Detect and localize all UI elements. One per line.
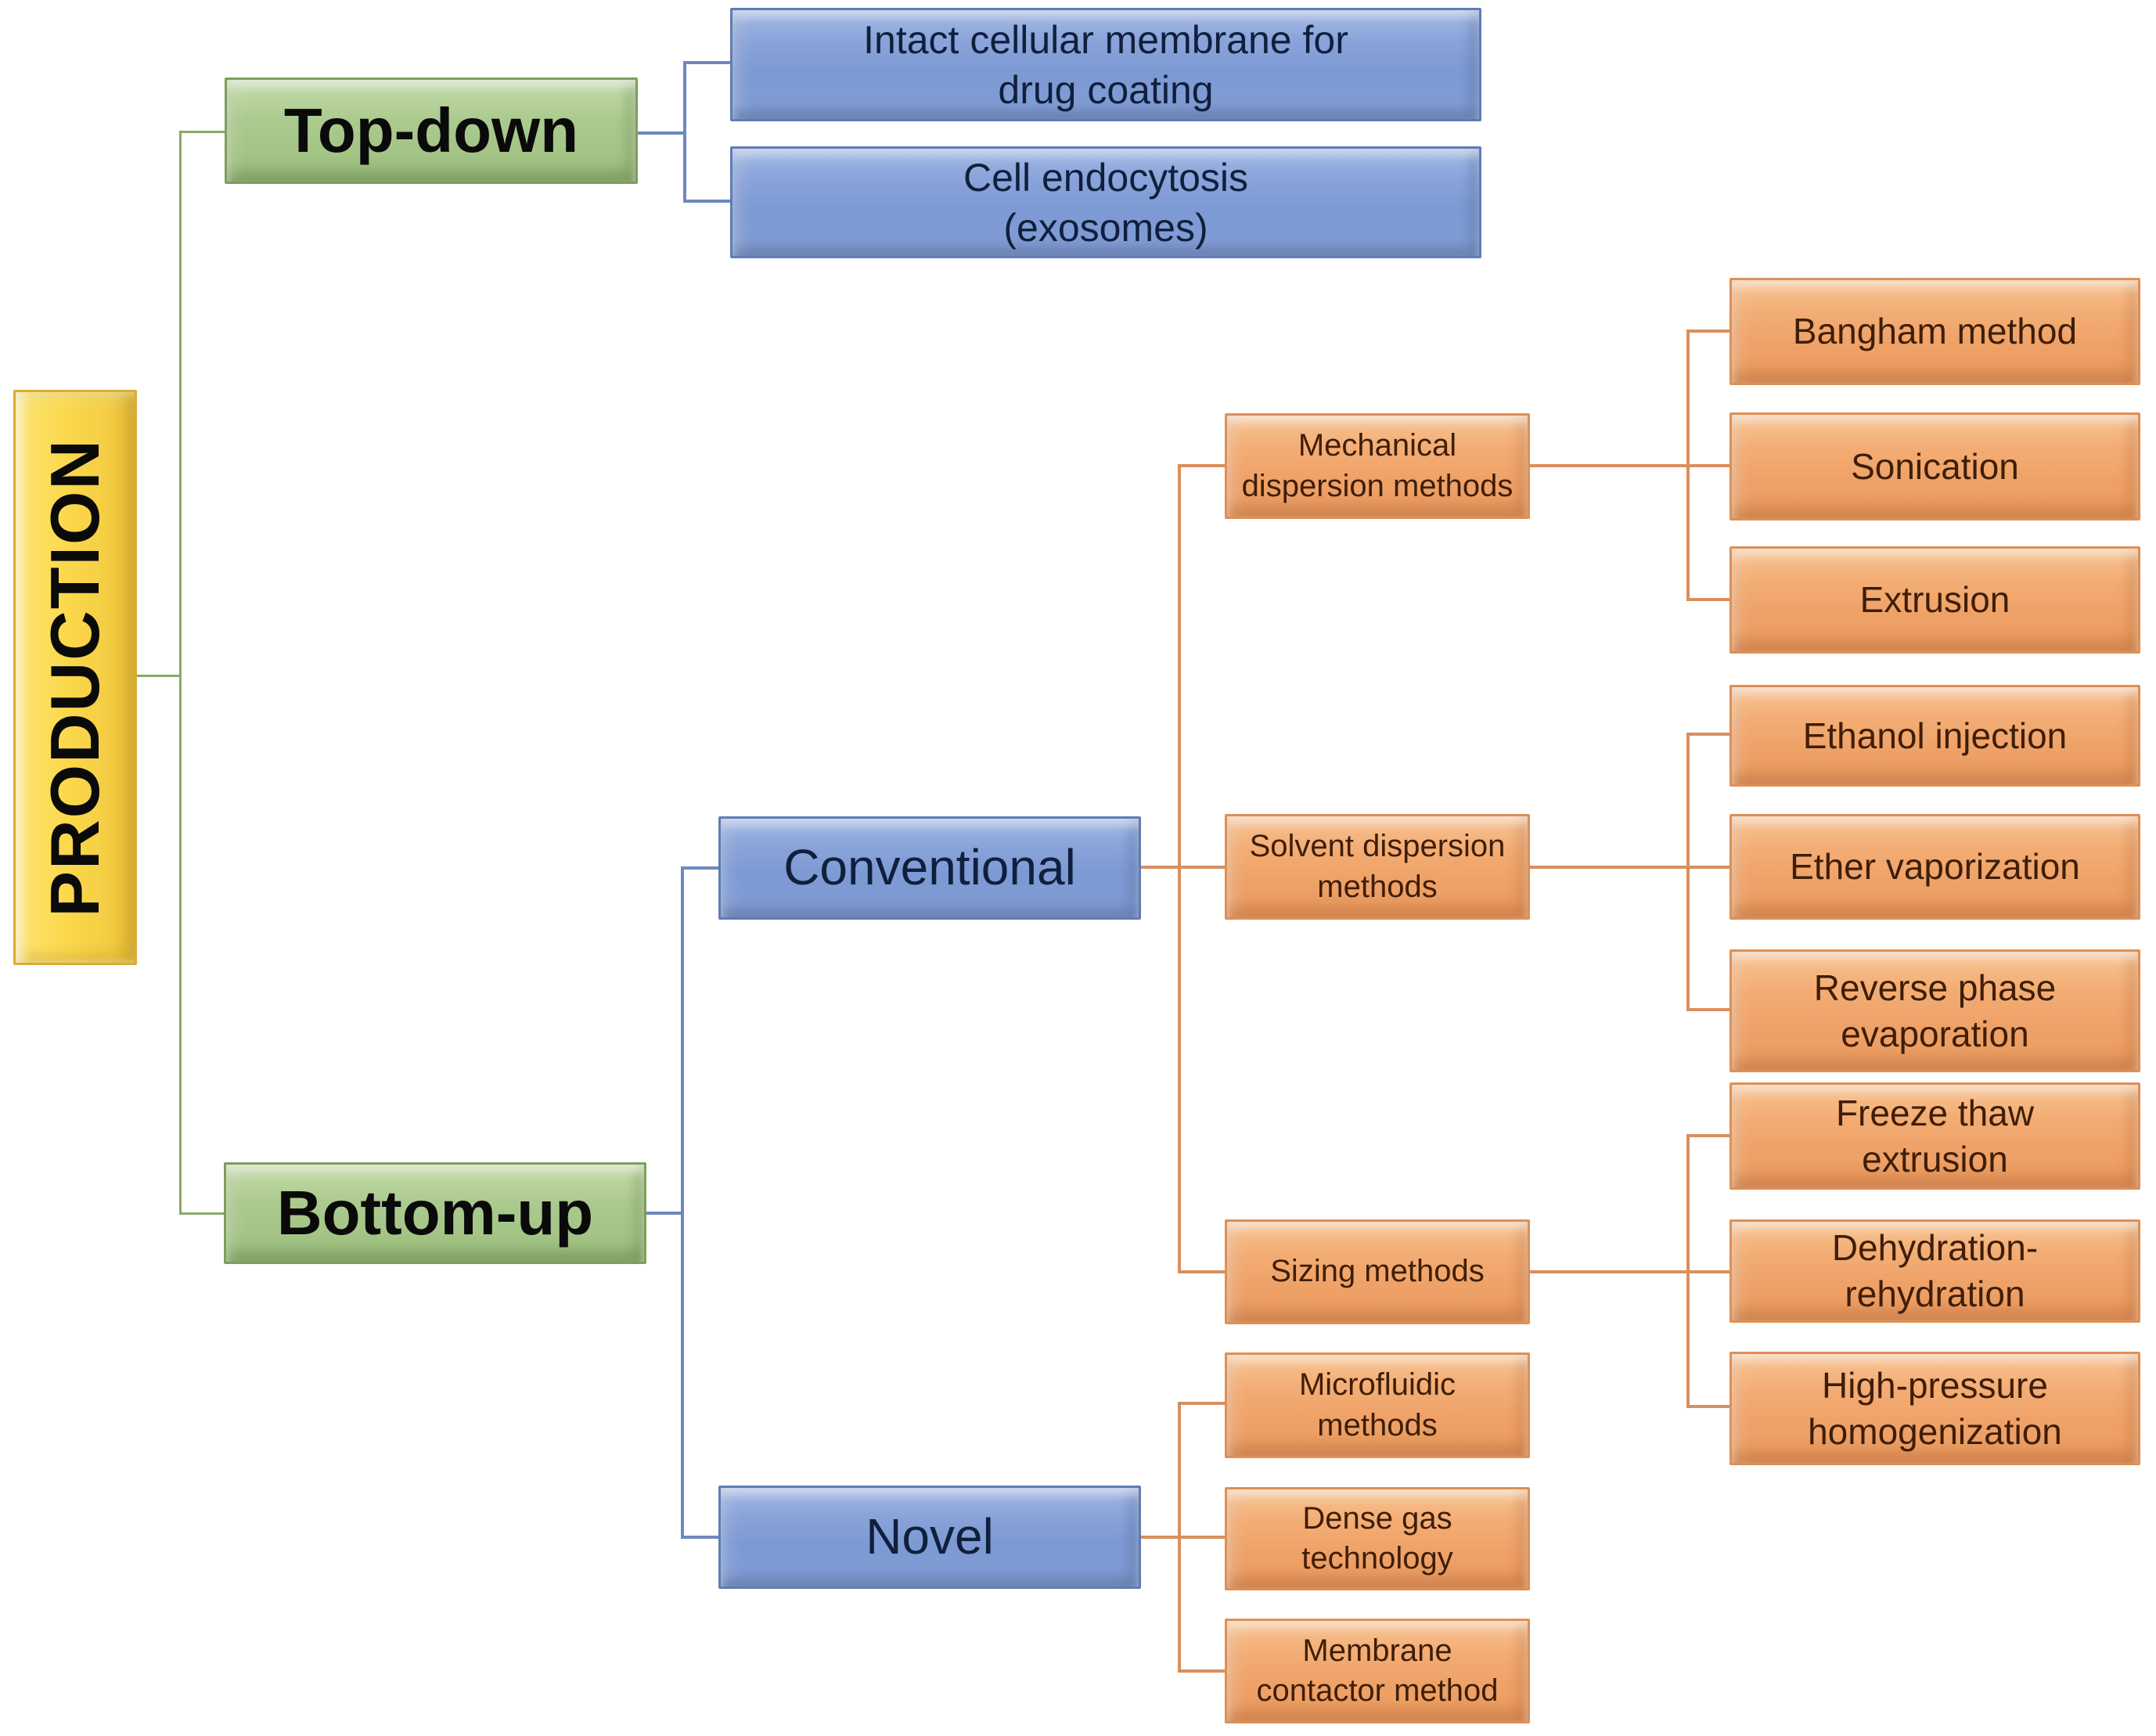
connector-orange-membrane-stub bbox=[1178, 1669, 1225, 1673]
freeze-thaw-box: Freeze thaw extrusion bbox=[1729, 1082, 2140, 1190]
intact-membrane-box: Intact cellular membrane for drug coatin… bbox=[730, 8, 1481, 121]
top-down-box: Top-down bbox=[225, 77, 638, 184]
dehydration-box: Dehydration- rehydration bbox=[1729, 1219, 2140, 1323]
top-down-label: Top-down bbox=[283, 95, 579, 165]
sonication-label: Sonication bbox=[1851, 445, 2019, 487]
sonication-box: Sonication bbox=[1729, 412, 2140, 520]
connector-green-topdown-stub bbox=[179, 131, 225, 133]
high-pressure-box: High-pressure homogenization bbox=[1729, 1352, 2140, 1465]
connector-orange-mech-feed bbox=[1530, 464, 1686, 467]
sizing-methods-label: Sizing methods bbox=[1270, 1254, 1485, 1289]
extrusion-label: Extrusion bbox=[1859, 579, 2010, 621]
connector-orange-microfluidic-stub bbox=[1178, 1402, 1225, 1405]
bottom-up-label: Bottom-up bbox=[276, 1177, 594, 1248]
bangham-label: Bangham method bbox=[1792, 311, 2078, 352]
dense-gas-box: Dense gas technology bbox=[1225, 1487, 1530, 1590]
conventional-label: Conventional bbox=[783, 839, 1076, 896]
freeze-thaw-label: Freeze thaw extrusion bbox=[1835, 1092, 2035, 1180]
reverse-phase-box: Reverse phase evaporation bbox=[1729, 949, 2140, 1072]
connector-blue-bottomup-trunk bbox=[681, 866, 684, 1539]
microfluidic-box: Microfluidic methods bbox=[1225, 1352, 1530, 1458]
ether-vaporization-box: Ether vaporization bbox=[1729, 814, 2140, 920]
connector-orange-solv-trunk bbox=[1686, 733, 1690, 1011]
production-root-label: PRODUCTION bbox=[35, 438, 113, 917]
reverse-phase-label: Reverse phase evaporation bbox=[1813, 967, 2057, 1054]
connector-orange-sonication-stub bbox=[1686, 464, 1729, 467]
novel-label: Novel bbox=[866, 1508, 994, 1565]
bottom-up-box: Bottom-up bbox=[224, 1162, 646, 1264]
conventional-box: Conventional bbox=[718, 816, 1141, 920]
connector-green-bottomup-stub bbox=[179, 1212, 224, 1215]
extrusion-box: Extrusion bbox=[1729, 546, 2140, 654]
connector-orange-densegas-stub bbox=[1178, 1536, 1225, 1539]
sizing-methods-box: Sizing methods bbox=[1225, 1219, 1530, 1324]
mechanical-dispersion-label: Mechanical dispersion methods bbox=[1241, 428, 1514, 503]
membrane-contactor-box: Membrane contactor method bbox=[1225, 1619, 1530, 1723]
connector-orange-dehydration-stub bbox=[1686, 1270, 1729, 1273]
cell-endocytosis-label: Cell endocytosis (exosomes) bbox=[963, 155, 1249, 250]
mechanical-dispersion-box: Mechanical dispersion methods bbox=[1225, 413, 1530, 519]
bangham-box: Bangham method bbox=[1729, 278, 2140, 385]
solvent-dispersion-box: Solvent dispersion methods bbox=[1225, 814, 1530, 920]
novel-box: Novel bbox=[718, 1486, 1141, 1589]
dense-gas-label: Dense gas technology bbox=[1301, 1500, 1453, 1576]
connector-orange-bangham-stub bbox=[1686, 330, 1729, 333]
connector-orange-solvent-stub bbox=[1178, 866, 1225, 869]
solvent-dispersion-label: Solvent dispersion methods bbox=[1249, 829, 1506, 904]
connector-blue-conventional-stub bbox=[681, 866, 718, 870]
connector-orange-extrusion-stub bbox=[1686, 598, 1729, 601]
connector-green-root-stub bbox=[137, 675, 179, 677]
cell-endocytosis-box: Cell endocytosis (exosomes) bbox=[730, 146, 1481, 258]
ether-vaporization-label: Ether vaporization bbox=[1790, 846, 2080, 888]
connector-orange-reverse-stub bbox=[1686, 1008, 1729, 1011]
ethanol-injection-box: Ethanol injection bbox=[1729, 685, 2140, 787]
connector-green-trunk bbox=[179, 131, 182, 1214]
connector-orange-conventional-feed bbox=[1141, 866, 1178, 869]
connector-orange-ethanol-stub bbox=[1686, 733, 1729, 736]
intact-membrane-label: Intact cellular membrane for drug coatin… bbox=[863, 17, 1348, 112]
connector-orange-mechanical-stub bbox=[1178, 464, 1225, 467]
connector-blue-novel-stub bbox=[681, 1536, 718, 1539]
connector-blue-topdown-feed bbox=[638, 131, 683, 135]
connector-orange-freeze-stub bbox=[1686, 1134, 1729, 1137]
connector-orange-highpressure-stub bbox=[1686, 1405, 1729, 1408]
connector-orange-conventional-trunk bbox=[1178, 464, 1181, 1273]
dehydration-label: Dehydration- rehydration bbox=[1831, 1227, 2039, 1314]
connector-orange-solv-feed bbox=[1530, 866, 1686, 869]
membrane-contactor-label: Membrane contactor method bbox=[1256, 1633, 1499, 1708]
microfluidic-label: Microfluidic methods bbox=[1298, 1367, 1456, 1442]
connector-blue-topdown-trunk bbox=[683, 61, 686, 203]
connector-blue-bottomup-feed bbox=[646, 1212, 681, 1215]
connector-orange-sizing-stub bbox=[1178, 1270, 1225, 1273]
connector-blue-endocytosis-stub bbox=[683, 200, 730, 203]
production-root-box: PRODUCTION bbox=[13, 390, 137, 965]
ethanol-injection-label: Ethanol injection bbox=[1802, 715, 2068, 756]
connector-orange-sizing-feed bbox=[1530, 1270, 1686, 1273]
connector-orange-ether-stub bbox=[1686, 866, 1729, 869]
high-pressure-label: High-pressure homogenization bbox=[1808, 1364, 2062, 1452]
connector-blue-intact-stub bbox=[683, 61, 730, 64]
connector-orange-novel-feed bbox=[1141, 1536, 1178, 1539]
